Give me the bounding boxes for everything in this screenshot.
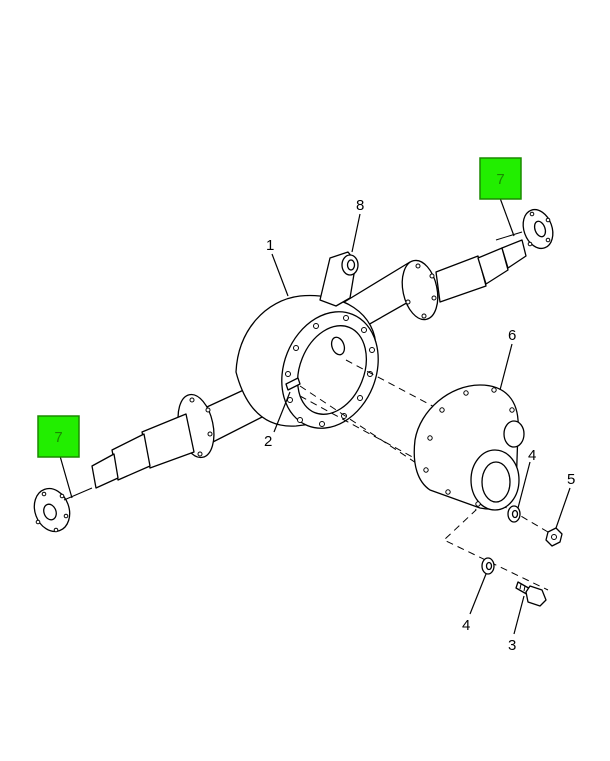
callout-8: 8 <box>356 197 364 214</box>
callout-3: 3 <box>508 637 516 654</box>
bolt <box>515 581 547 607</box>
axle-housing <box>182 261 434 447</box>
differential-cover <box>413 384 525 511</box>
callout-2: 2 <box>264 433 272 450</box>
callout-7-right: 7 <box>496 171 504 188</box>
flange-bolt-holes <box>285 315 375 427</box>
washer-lower <box>481 557 495 575</box>
left-spindle <box>33 393 215 533</box>
callout-7-left: 7 <box>54 429 62 446</box>
highlight-box-right[interactable]: 7 <box>479 157 522 200</box>
callout-6: 6 <box>508 327 516 344</box>
callout-1: 1 <box>266 237 274 254</box>
callout-4-lower: 4 <box>462 617 470 634</box>
callout-5: 5 <box>567 471 575 488</box>
leader-lines <box>59 197 571 635</box>
washer-upper <box>507 505 521 523</box>
right-spindle <box>401 208 554 321</box>
stud <box>285 377 301 391</box>
mounting-bracket <box>319 251 359 307</box>
highlight-box-left[interactable]: 7 <box>37 415 80 458</box>
callout-4-upper: 4 <box>528 447 536 464</box>
nut <box>545 527 563 547</box>
